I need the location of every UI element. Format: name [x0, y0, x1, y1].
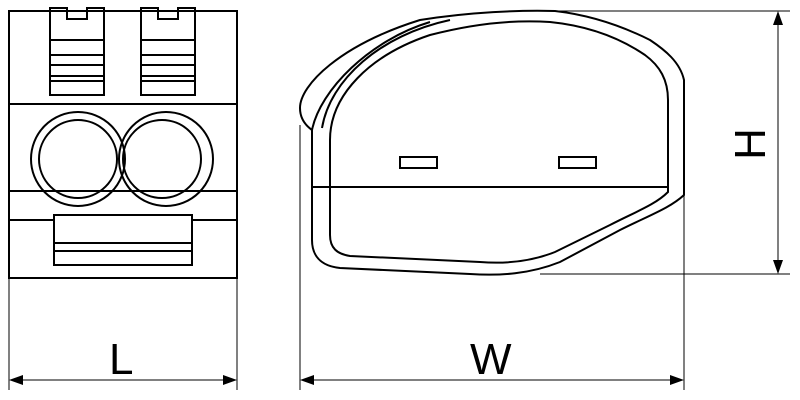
- slot-right: [558, 156, 597, 169]
- width-label: W: [470, 335, 512, 384]
- front-view: [8, 7, 238, 279]
- port-right: [118, 111, 214, 207]
- port-left: [30, 111, 126, 207]
- slot-left: [399, 156, 438, 169]
- height-label: H: [725, 128, 775, 160]
- side-view: [298, 9, 685, 276]
- dimension-lines: [8, 10, 790, 390]
- length-label: L: [109, 335, 134, 384]
